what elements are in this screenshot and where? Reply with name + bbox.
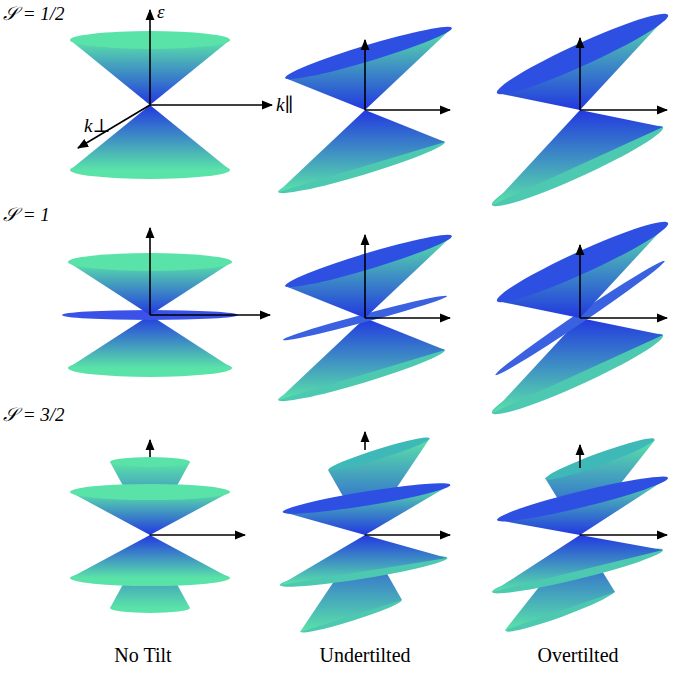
axis-label: ε <box>157 2 165 23</box>
cone-pair <box>490 434 670 637</box>
cone-pair <box>278 433 451 636</box>
row-label: 𝒮 = 3/2 <box>3 405 65 426</box>
cone-pair <box>487 213 672 423</box>
row-label: 𝒮 = 1 <box>3 205 50 226</box>
cone-pair <box>276 20 454 199</box>
row-label: 𝒮 = 1/2 <box>3 4 65 25</box>
axis-label: k∥ <box>276 95 293 116</box>
axis-label: k⊥ <box>84 116 110 137</box>
cone-pair <box>487 5 672 215</box>
column-label: Undertilted <box>319 644 410 666</box>
axis-arrows <box>78 10 667 535</box>
column-label: No Tilt <box>114 644 171 666</box>
column-label: Overtilted <box>537 644 618 666</box>
cone-pair <box>276 228 454 407</box>
